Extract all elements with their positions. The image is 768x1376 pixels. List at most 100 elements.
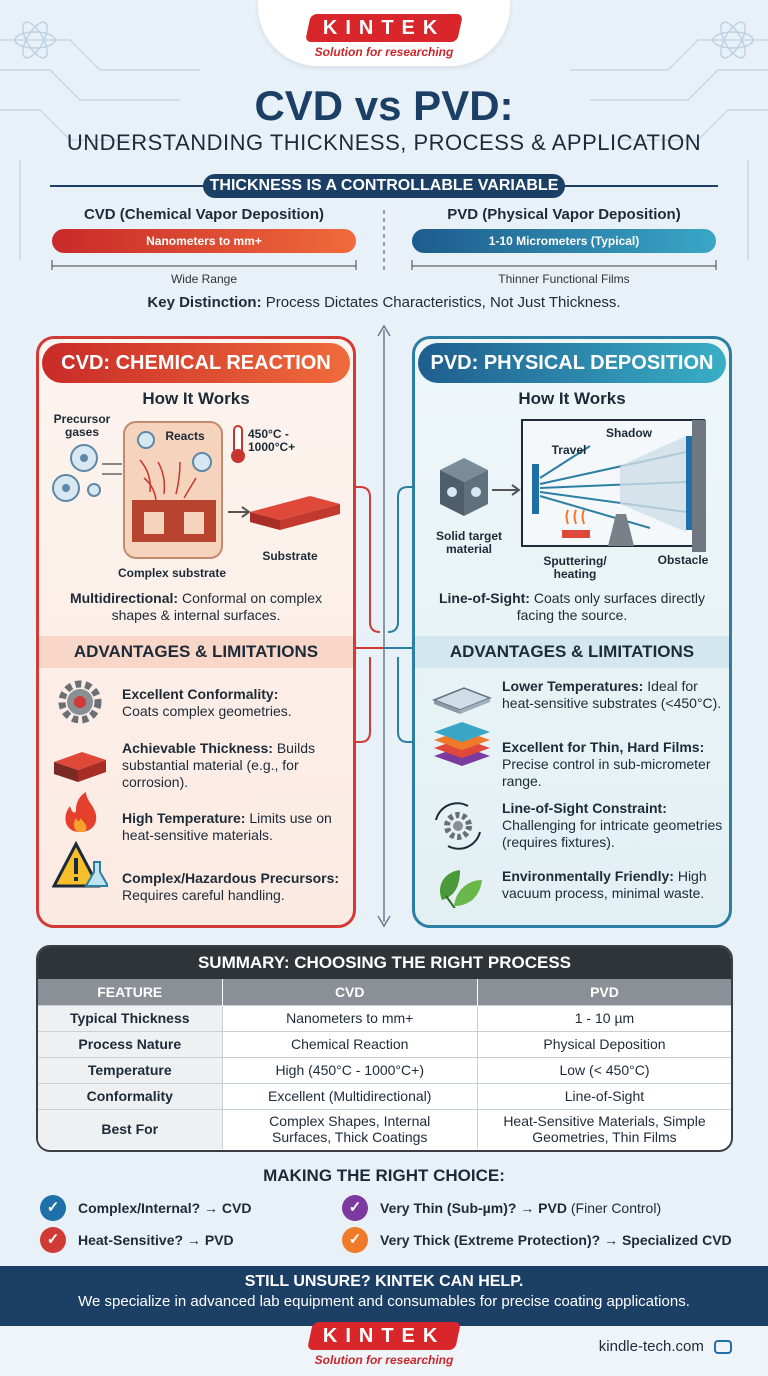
pvd-adv-1-text: Ideal for heat-sensitive substrates (<45… — [502, 678, 722, 711]
heating-source-icon — [562, 509, 590, 538]
rotate-gear-icon — [435, 802, 481, 850]
table-cell: Typical Thickness — [38, 1004, 223, 1031]
thickness-banner: THICKNESS IS A CONTROLLABLE VARIABLE — [203, 174, 565, 198]
obstacle-post — [608, 514, 634, 546]
brand-logo: KINTEK Solution for researching — [258, 0, 510, 66]
cvd-description: Multidirectional: Conformal on complex s… — [56, 590, 336, 624]
pvd-adv-item-3: Line-of-Sight Constraint: Challenging fo… — [502, 800, 728, 851]
flame-icon — [65, 792, 97, 832]
table-cell: Temperature — [38, 1056, 223, 1083]
pvd-adv-2-text: Precise control in sub-micrometer range. — [502, 756, 711, 789]
complex-substrate-label: Complex substrate — [117, 566, 227, 580]
summary-header-cvd: CVD — [222, 979, 478, 1005]
precursor-molecules-icon — [52, 444, 101, 502]
choice-1-text: Complex/Internal? → CVD — [78, 1200, 252, 1216]
pvd-thickness-bar: 1-10 Micrometers (Typical) — [412, 229, 716, 253]
choice-2-text: Very Thin (Sub-µm)? → PVD — [380, 1200, 567, 1216]
cvd-adv-1-text: Coats complex geometries. — [122, 703, 292, 719]
check-icon: ✓ — [40, 1227, 66, 1253]
substrate-block-icon — [250, 496, 340, 530]
table-cell: Excellent (Multidirectional) — [222, 1082, 478, 1109]
footer-banner: STILL UNSURE? KINTEK CAN HELP. We specia… — [0, 1266, 768, 1326]
pvd-adv-3-text: Challenging for intricate geometries (re… — [502, 817, 723, 850]
cvd-thickness-bar: Nanometers to mm+ — [52, 229, 356, 253]
table-cell: 1 - 10 µm — [477, 1004, 731, 1031]
pvd-adv-item-4: Environmentally Friendly: High vacuum pr… — [502, 868, 728, 902]
pvd-adv-item-2: Excellent for Thin, Hard Films: Precise … — [502, 739, 728, 790]
pvd-description: Line-of-Sight: Coats only surfaces direc… — [432, 590, 712, 624]
choice-3-text: Heat-Sensitive? → PVD — [78, 1232, 234, 1248]
precursor-label: Precursor gases — [53, 412, 111, 439]
obstacle-label: Obstacle — [657, 553, 709, 567]
cvd-adv-icons — [52, 680, 108, 888]
layers-icon — [434, 722, 490, 766]
footer-text: We specialize in advanced lab equipment … — [78, 1293, 690, 1310]
choice-item-1: Complex/Internal? → CVD — [78, 1195, 251, 1221]
website-text[interactable]: kindle-tech.com — [598, 1338, 704, 1355]
choice-item-3: Heat-Sensitive? → PVD — [78, 1227, 234, 1253]
key-distinction: Key Distinction: Process Dictates Charac… — [0, 294, 768, 311]
summary-title: SUMMARY: CHOOSING THE RIGHT PROCESS — [38, 947, 731, 979]
thin-plate-icon — [431, 687, 492, 714]
complex-substrate-shape — [132, 500, 216, 542]
footer-logo-name: KINTEK — [322, 1324, 446, 1347]
table-cell: High (450°C - 1000°C+) — [222, 1056, 478, 1083]
cvd-adv-3-text: Limits use on heat-sensitive materials. — [122, 810, 332, 843]
cvd-adv-item-2: Achievable Thickness: Builds substantial… — [122, 740, 344, 791]
summary-header-pvd: PVD — [477, 979, 731, 1005]
pvd-adv-4-text: High vacuum process, minimal waste. — [502, 868, 707, 901]
pvd-range-label: Thinner Functional Films — [498, 272, 630, 286]
choice-item-2: Very Thin (Sub-µm)? → PVD (Finer Control… — [380, 1195, 661, 1221]
table-cell: Process Nature — [38, 1030, 223, 1057]
temperature-label: 450°C - 1000°C+ — [248, 427, 296, 454]
table-cell: Chemical Reaction — [222, 1030, 478, 1057]
cvd-process-diagram — [52, 421, 340, 559]
leaf-icon — [440, 870, 482, 908]
choice-title: MAKING THE RIGHT CHOICE: — [263, 1166, 505, 1185]
thermometer-icon — [231, 425, 245, 463]
pvd-how-heading: How It Works — [518, 389, 626, 408]
gear-icon — [58, 680, 102, 724]
cvd-adv-item-4: Complex/Hazardous Precursors: Requires c… — [122, 870, 350, 904]
pvd-adv-3-title: Line-of-Sight Constraint: — [502, 800, 667, 816]
key-distinction-text: Process Dictates Characteristics, Not Ju… — [261, 294, 621, 311]
cvd-adv-item-1: Excellent Conformality: Coats complex ge… — [122, 686, 342, 720]
thick-layer-icon — [54, 752, 106, 782]
cvd-heading: CVD (Chemical Vapor Deposition) — [83, 206, 325, 223]
check-icon: ✓ — [40, 1195, 66, 1221]
pvd-adv-2-title: Excellent for Thin, Hard Films: — [502, 739, 705, 755]
cvd-range-label: Wide Range — [170, 272, 238, 286]
choice-4-text: Very Thick (Extreme Protection)? → Speci… — [380, 1232, 732, 1248]
pvd-adv-4-title: Environmentally Friendly: — [502, 868, 674, 884]
reacts-label: Reacts — [165, 429, 205, 443]
pvd-process-diagram — [440, 419, 706, 552]
table-cell: Nanometers to mm+ — [222, 1004, 478, 1031]
cvd-desc-text: Conformal on complex shapes & internal s… — [111, 590, 323, 623]
summary-header-row: FEATURE CVD PVD — [38, 979, 731, 1005]
sputter-label: Sputtering/ heating — [543, 554, 607, 581]
substrate-label: Substrate — [262, 549, 318, 563]
pvd-adv-heading: ADVANTAGES & LIMITATIONS — [415, 636, 729, 668]
cvd-adv-1-title: Excellent Conformality: — [122, 686, 279, 702]
summary-table: SUMMARY: CHOOSING THE RIGHT PROCESS FEAT… — [36, 945, 733, 1152]
cvd-adv-2-title: Achievable Thickness: — [122, 740, 273, 756]
cvd-adv-4-title: Complex/Hazardous Precursors: — [122, 870, 340, 886]
website-link[interactable]: kindle-tech.com — [599, 1338, 732, 1355]
cvd-how-heading: How It Works — [142, 389, 250, 408]
cvd-panel-title: CVD: CHEMICAL REACTION — [42, 343, 350, 383]
pvd-adv-item-1: Lower Temperatures: Ideal for heat-sensi… — [502, 678, 724, 712]
shadow-label: Shadow — [605, 426, 652, 440]
table-cell: Conformality — [38, 1082, 223, 1109]
shadow-zone — [620, 436, 686, 532]
choice-item-4: Very Thick (Extreme Protection)? → Speci… — [380, 1227, 732, 1253]
logo-tagline: Solution for researching — [314, 45, 454, 59]
logo-name: KINTEK — [322, 16, 446, 39]
warning-flask-icon — [52, 840, 108, 888]
cvd-adv-heading: ADVANTAGES & LIMITATIONS — [39, 636, 353, 668]
cvd-adv-3-title: High Temperature: — [122, 810, 246, 826]
